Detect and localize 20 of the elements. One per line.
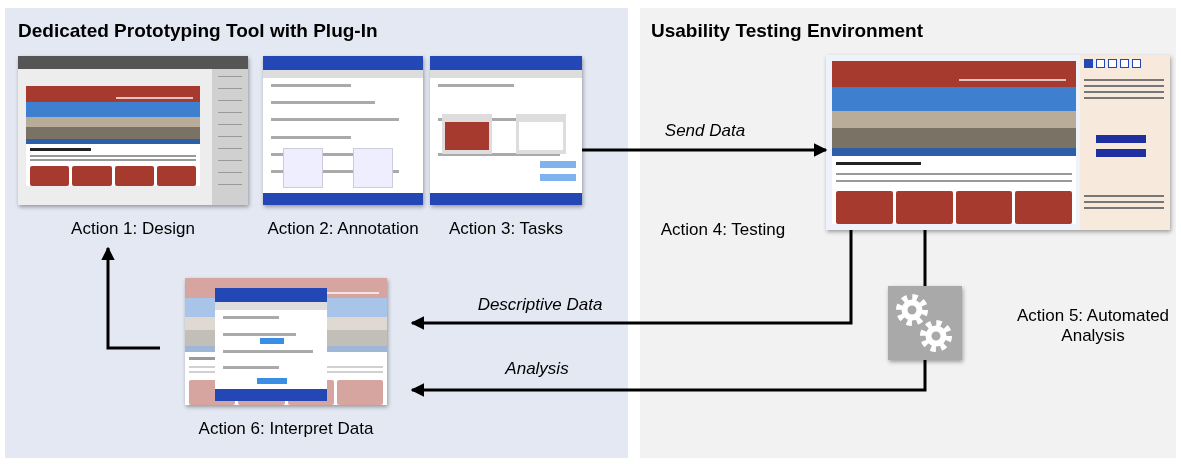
node-label: Action 3: Tasks <box>448 219 564 240</box>
analysis-box <box>888 286 962 360</box>
node-label: Action 1: Design <box>70 219 196 240</box>
node-label: Action 2: Annotation <box>266 219 420 240</box>
node-label: Action 4: Testing <box>659 220 787 241</box>
panel-heading: Dedicated Prototyping Tool with Plug-In <box>18 20 378 42</box>
panel-heading: Usability Testing Environment <box>651 20 924 42</box>
panel-background <box>5 8 628 458</box>
arrow <box>101 246 160 350</box>
node-label: Action 6: Interpret Data <box>197 419 375 440</box>
edge-label: Send Data <box>664 121 746 141</box>
arrow <box>582 143 828 157</box>
arrow <box>410 360 927 397</box>
screenshot-drawing <box>826 55 1170 230</box>
arrow <box>410 230 853 330</box>
panel-background <box>640 8 1176 458</box>
connector-line <box>923 230 927 286</box>
edge-label: Analysis <box>505 359 569 379</box>
node-label: Action 5: Automated Analysis <box>1015 306 1171 347</box>
edge-label: Descriptive Data <box>477 295 603 315</box>
